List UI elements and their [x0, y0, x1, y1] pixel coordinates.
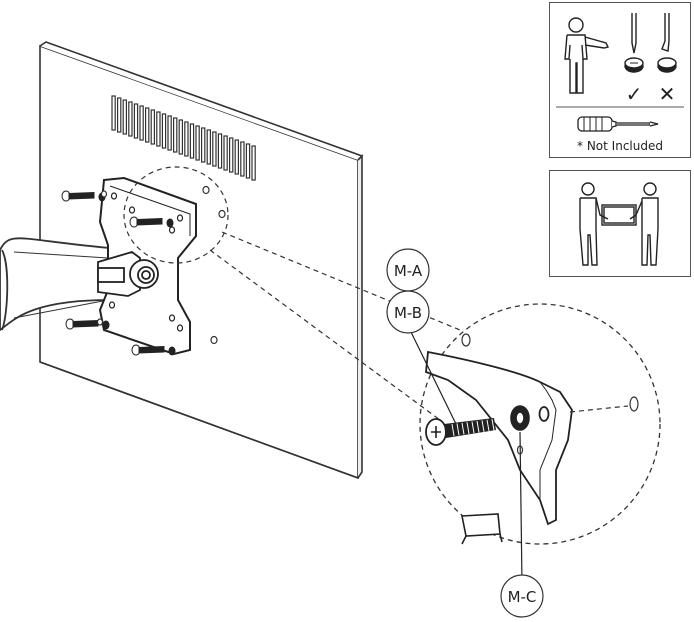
correct-check-mark: ✓ [626, 82, 643, 106]
vent-slot [195, 125, 200, 161]
person-icon [564, 17, 610, 94]
vent-slot [122, 99, 127, 135]
vent-slot [116, 97, 122, 133]
vent-slot [245, 143, 251, 179]
vent-slot [217, 133, 223, 169]
callout-leaders [409, 329, 523, 585]
vent-slot [156, 111, 161, 147]
detail-magnified-circle [419, 303, 661, 545]
vesa-plate-holes [108, 192, 184, 332]
vent-slot [251, 145, 256, 181]
detail-leader-lines [209, 231, 461, 421]
vent-slot [212, 131, 217, 167]
screw-thread [491, 419, 495, 431]
vent-slot [223, 135, 228, 171]
small-screw [131, 344, 176, 356]
vent-slot [206, 129, 211, 165]
vent-slot [128, 101, 133, 137]
screw-thread [481, 420, 485, 432]
monitor-mount-holes [96, 185, 226, 345]
vent-slot [240, 141, 245, 177]
monitor-back [39, 41, 364, 480]
small-screw [61, 190, 106, 202]
vent-slot [173, 117, 178, 153]
callout-m-b-label: M-B [394, 304, 422, 322]
two-person-lift-icon [579, 182, 659, 266]
two-person-lift-panel [549, 170, 691, 277]
not-included-note: * Not Included [577, 139, 663, 153]
detail-focus-circle [123, 166, 229, 264]
vesa-screws [61, 190, 176, 356]
screw-thread [466, 422, 470, 434]
vent-slot [139, 105, 144, 141]
vent-slot [201, 127, 206, 163]
vent-slot [161, 113, 167, 149]
screwdriver-correct-icon [624, 13, 644, 73]
monitor-vents [111, 95, 256, 181]
vent-slot [150, 109, 155, 145]
vent-slot [184, 121, 189, 157]
screw-m-b [425, 418, 496, 446]
vent-slot [133, 103, 139, 139]
vent-slot [111, 95, 116, 131]
arm-clamp [97, 251, 159, 297]
callout-m-a-label: M-A [394, 262, 423, 280]
screw-thread [486, 419, 490, 432]
vent-slot [189, 123, 195, 159]
incorrect-cross-mark: ✕ [659, 82, 676, 106]
vent-slot [145, 107, 150, 143]
washer-m-c [510, 405, 530, 431]
small-screw [65, 318, 110, 330]
vent-slot [178, 119, 183, 155]
magnified-leader [569, 405, 629, 413]
screw-thread [456, 423, 460, 436]
callout-m-b: M-B [386, 290, 430, 334]
magnified-plate [425, 350, 573, 526]
callout-m-c: M-C [500, 574, 544, 618]
magnified-bracket-foot [461, 513, 503, 545]
vent-slot [234, 139, 239, 175]
small-screw [129, 216, 174, 228]
screwdriver-incorrect-icon [657, 13, 677, 73]
callout-m-a: M-A [386, 248, 430, 292]
screw-thread [476, 420, 480, 433]
vent-slot [167, 115, 172, 151]
screw-thread [451, 423, 455, 437]
tool-requirements-illustration: ✓ ✕ [556, 13, 684, 132]
screw-thread [471, 421, 475, 434]
magnified-holes [461, 333, 639, 455]
screw-thread [461, 422, 465, 435]
tool-requirements-panel: ✓ ✕ * Not Included [549, 2, 691, 158]
vent-slot [229, 137, 234, 173]
screwdriver-icon [577, 116, 659, 132]
callout-m-c-label: M-C [508, 588, 537, 606]
